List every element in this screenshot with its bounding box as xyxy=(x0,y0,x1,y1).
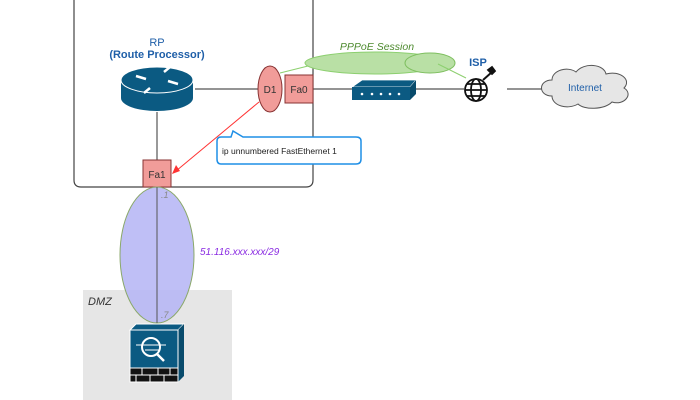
callout-box xyxy=(216,129,362,165)
unnumbered-arrow xyxy=(175,101,260,172)
interface-fa0-label: Fa0 xyxy=(290,85,308,96)
arrow-head xyxy=(172,165,180,174)
dmz-label: DMZ xyxy=(88,296,113,308)
pppoe-session-end xyxy=(404,52,456,74)
interface-d1-label: D1 xyxy=(264,85,277,96)
subnet-host-last: .7 xyxy=(161,310,170,320)
internet-label: Internet xyxy=(568,83,602,94)
pppoe-isp-connector xyxy=(437,63,467,79)
firewall-icon xyxy=(128,323,186,383)
isp-label: ISP xyxy=(469,57,487,69)
pppoe-connector xyxy=(279,65,309,74)
subnet-label: 51.116.xxx.xxx/29 xyxy=(200,247,280,258)
router-title: RP xyxy=(149,37,164,49)
isp-globe-icon xyxy=(464,65,497,102)
subnet-host-first: .1 xyxy=(161,190,169,200)
modem-icon xyxy=(350,79,417,100)
router-icon xyxy=(120,66,194,111)
router-subtitle: (Route Processor) xyxy=(109,49,205,61)
callout-text: ip unnumbered FastEthernet 1 xyxy=(222,146,337,156)
interface-fa0[interactable] xyxy=(284,74,314,104)
interface-fa1-label: Fa1 xyxy=(148,170,166,181)
interface-d1[interactable] xyxy=(257,65,283,113)
router-chassis-box xyxy=(73,0,314,188)
internet-cloud xyxy=(541,65,629,109)
pppoe-label: PPPoE Session xyxy=(340,41,414,53)
